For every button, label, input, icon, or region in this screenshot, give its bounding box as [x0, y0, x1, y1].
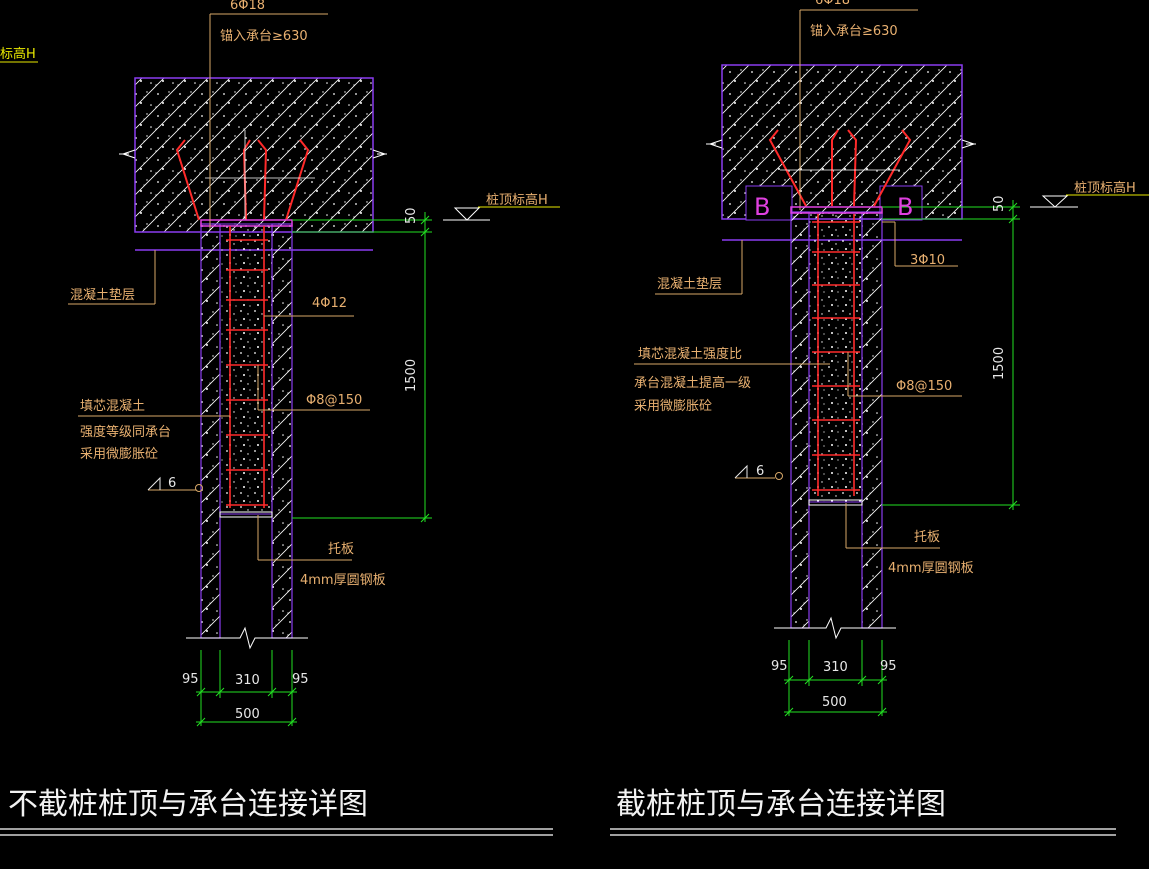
right-mark-b1: B — [754, 193, 770, 221]
right-pile-wall-left — [790, 211, 810, 629]
left-rebar-cage — [226, 226, 268, 508]
left-pile-top-elev: 桩顶标高H — [486, 192, 548, 208]
right-pile-top-elev: 桩顶标高H — [1074, 180, 1136, 196]
right-mark-b2: B — [897, 193, 913, 221]
left-plate-desc: 4mm厚圆钢板 — [300, 573, 386, 588]
left-pile-wall-left — [200, 223, 221, 639]
left-weld-size: 6 — [168, 476, 176, 491]
right-detail: 6Φ18 锚入承台≥630 桩顶标高H B B 混凝土垫层 3Φ10 填芯混凝土… — [610, 0, 1149, 836]
left-dim-310: 310 — [235, 673, 260, 688]
right-dim-500: 500 — [822, 695, 847, 710]
left-infill-line2: 强度等级同承台 — [80, 424, 171, 440]
left-pile-break — [186, 626, 308, 650]
right-pile-wall-right — [861, 211, 883, 629]
right-pile-top-plate — [790, 206, 883, 214]
left-cap-break-left — [119, 149, 136, 159]
right-cushion-label: 混凝土垫层 — [657, 276, 722, 292]
right-infill-line1: 填芯混凝土强度比 — [638, 346, 742, 362]
right-infill-line2: 承台混凝土提高一级 — [634, 375, 751, 391]
left-dim-500: 500 — [235, 707, 260, 722]
left-dimensions — [196, 212, 432, 727]
right-infill-line3: 采用微膨胀砼 — [634, 399, 712, 414]
left-cap-break-right — [372, 149, 387, 159]
left-anchor-note: 锚入承台≥630 — [220, 29, 308, 44]
left-weld-symbol — [147, 476, 161, 491]
right-dimensions — [784, 200, 1020, 717]
left-dim-1500: 1500 — [404, 359, 419, 392]
right-rebar-cage — [812, 214, 860, 496]
left-stirrup: Φ8@150 — [306, 393, 362, 408]
right-top-rebar: 6Φ18 — [815, 0, 850, 8]
right-dim-50: 50 — [992, 195, 1007, 212]
left-pile-top-plate — [200, 219, 293, 227]
right-cap-break-left — [706, 139, 723, 149]
right-stirrup: Φ8@150 — [896, 379, 952, 394]
right-support-plate — [808, 499, 863, 506]
left-dim-95a: 95 — [182, 672, 199, 687]
left-infill-line1: 填芯混凝土 — [80, 398, 145, 414]
right-dim-95a: 95 — [771, 659, 788, 674]
left-pile-cap — [134, 77, 374, 233]
right-plate-desc: 4mm厚圆钢板 — [888, 561, 974, 576]
left-support-plate — [219, 511, 273, 518]
right-pile-break — [774, 616, 896, 640]
left-elev-partial: 标高H — [0, 46, 36, 62]
left-main-bar: 4Φ12 — [312, 296, 347, 311]
left-pile-wall-right — [271, 223, 293, 639]
right-weld-size: 6 — [756, 464, 764, 479]
left-elevation-marker — [443, 206, 560, 221]
left-top-rebar: 6Φ18 — [230, 0, 265, 13]
left-plate-name: 托板 — [328, 542, 354, 557]
right-elevation-marker — [1030, 194, 1149, 208]
right-anchor-note: 锚入承台≥630 — [810, 24, 898, 39]
right-dim-310: 310 — [823, 660, 848, 675]
left-dim-95b: 95 — [292, 672, 309, 687]
right-plate-name: 托板 — [914, 530, 940, 545]
left-infill-line3: 采用微膨胀砼 — [80, 447, 158, 462]
left-cushion-label: 混凝土垫层 — [70, 287, 135, 303]
right-title: 截桩桩顶与承台连接详图 — [616, 787, 946, 822]
right-cap-break-right — [961, 139, 976, 149]
right-pocket-left — [745, 185, 793, 221]
right-extra-bar: 3Φ10 — [910, 253, 945, 268]
left-detail: 6Φ18 锚入承台≥630 标高H 桩顶标高H 混凝土垫层 4Φ12 Φ8@15… — [0, 0, 560, 836]
left-title: 不截桩桩顶与承台连接详图 — [8, 787, 368, 822]
right-pocket-right — [879, 185, 923, 221]
left-dim-50: 50 — [404, 207, 419, 224]
right-weld-symbol — [734, 464, 748, 479]
right-dim-95b: 95 — [880, 659, 897, 674]
right-dim-1500: 1500 — [992, 347, 1007, 380]
left-leaders — [0, 13, 370, 561]
right-anchor-rebars — [768, 129, 912, 207]
right-leaders — [634, 9, 962, 549]
